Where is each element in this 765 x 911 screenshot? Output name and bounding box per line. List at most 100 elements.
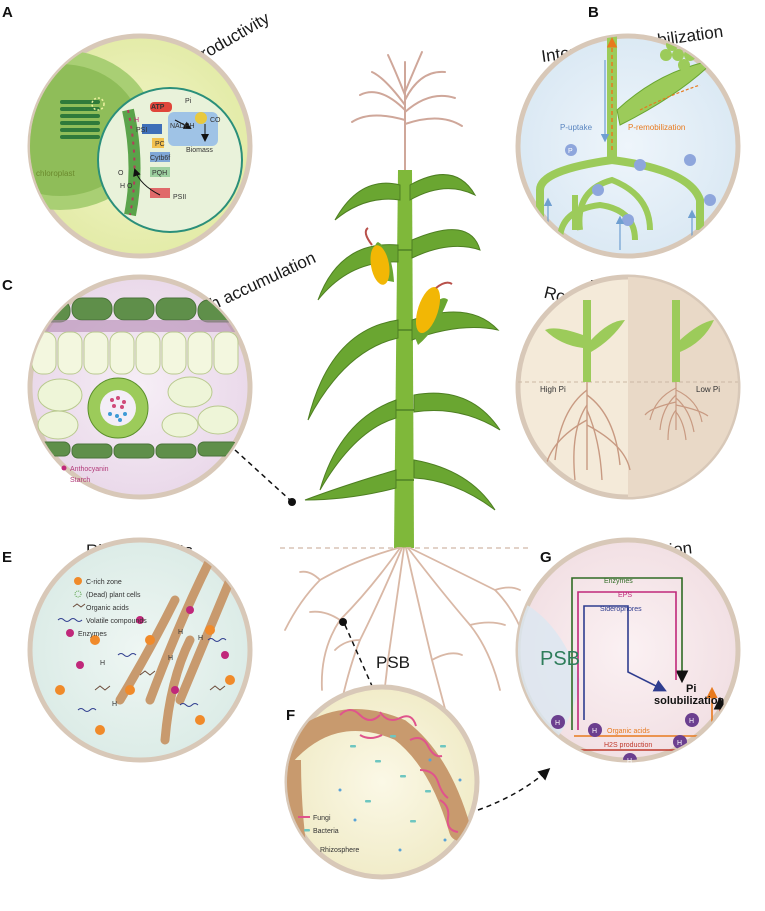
pqh-label: PQH: [152, 170, 167, 177]
panel-c: C Anthocyanin and starch accumulation: [2, 248, 319, 506]
fungal-hyphae: [339, 709, 459, 833]
h2s-label: H2S production: [604, 742, 652, 749]
nadph-label: NADPH: [170, 123, 195, 130]
hplus-label-a: H: [134, 117, 139, 124]
connector-c-dot: [288, 498, 296, 506]
organic-acids-label: Organic acids: [607, 728, 650, 735]
maize-plant: [280, 51, 530, 721]
panel-a: A Reduction in ATP productivity: [2, 4, 273, 259]
anthocyanin-legend-marker: [61, 465, 67, 471]
panel-letter-c: C: [2, 277, 13, 294]
connector-c: [234, 449, 291, 501]
bacteria-marks: [350, 735, 446, 823]
legend-dead-cells-marker: [74, 590, 82, 598]
panel-letter-b: B: [588, 4, 599, 21]
hplus-e-5: H: [178, 629, 183, 636]
chloroplast-label: chloroplast: [36, 169, 75, 178]
biomass-label: Biomass: [186, 147, 213, 154]
hplus-g-5: H: [627, 758, 632, 765]
pc: [152, 138, 164, 148]
legend-fungi: Fungi: [313, 815, 331, 822]
stem: [394, 170, 414, 548]
legend-crich: C-rich zone: [86, 579, 122, 586]
psb-label: PSB: [540, 648, 580, 670]
panel-f: F PSB Fungi Bact: [284, 618, 551, 880]
soil-particles: [338, 758, 462, 852]
legend-rhizosphere: Rhizosphere: [320, 847, 359, 854]
panel-letter-a: A: [2, 4, 13, 21]
p-uptake-label: P-uptake: [560, 123, 593, 132]
legend-organic-marker: [72, 603, 86, 608]
leaves: [304, 174, 501, 511]
hplus-g-3: H: [689, 718, 694, 725]
thylakoid-stacks: [60, 100, 100, 139]
hplus-e-4: H: [112, 701, 117, 708]
epidermis-lower: [30, 441, 239, 459]
organic-acid-marks: [94, 670, 226, 691]
low-pi-label: Low Pi: [696, 385, 720, 394]
psii: [150, 188, 170, 198]
spongy-cells: [37, 376, 239, 440]
panel-letter-f: F: [286, 707, 295, 724]
atp-label: ATP: [151, 104, 165, 111]
o2-label: O: [118, 170, 124, 177]
legend-enzymes: Enzymes: [78, 631, 107, 638]
enzyme-marks: [76, 606, 229, 694]
volatile-marks: [77, 638, 227, 712]
eps-label: EPS: [618, 592, 632, 599]
p-remobilization-label: P-remobilization: [628, 123, 685, 132]
root-segment-f: [287, 709, 471, 841]
legend-organic-acids: Organic acids: [86, 605, 129, 612]
cob-upper: [364, 227, 394, 285]
panel-e: E Rhizodeposits: [2, 537, 253, 763]
panel-e-circle: [27, 537, 253, 763]
legend-bacteria-marker: [304, 829, 310, 832]
connector-f-to-g: [477, 768, 551, 811]
legend-volatile-marker: [57, 618, 83, 622]
panel-letter-e: E: [2, 549, 12, 566]
connector-f: [344, 624, 373, 687]
phosphate-circles: [565, 144, 716, 226]
enzymes-label: Enzymes: [604, 578, 633, 585]
legend-bacteria: Bacteria: [313, 828, 339, 835]
panel-f-title: PSB: [376, 653, 410, 672]
psii-label: PSII: [173, 194, 186, 201]
panel-g: G Modes of action Enzymes EPS Siderophor…: [515, 537, 741, 765]
panel-letter-g: G: [540, 549, 552, 566]
hplus-e-3: H: [198, 635, 203, 642]
hplus-g-1: H: [555, 720, 560, 727]
legend-volatile: Volatile compounds: [86, 618, 147, 625]
cytb6f: [150, 152, 170, 162]
c-rich-zone-dots: [55, 625, 235, 735]
tassel: [351, 51, 463, 176]
connector-f-dot: [339, 618, 347, 626]
cytb6f-label: Cytb6f: [150, 155, 170, 162]
panel-d: D Root system architecture: [515, 274, 741, 500]
starch-legend: Starch: [70, 477, 90, 484]
panel-b: B Internal P-remobilization: [515, 4, 741, 259]
p-circle-label: P: [568, 148, 573, 155]
solubilization-label: solubilization: [654, 695, 725, 707]
cob-lower: [414, 281, 453, 345]
root-high-pi: [544, 382, 631, 481]
anthocyanin-legend: Anthocyanin: [70, 466, 109, 473]
siderophores-label: Siderophores: [600, 606, 642, 613]
hplus-e-1: H: [100, 660, 105, 667]
pi-label-g: Pi: [686, 683, 696, 695]
high-pi-label: High Pi: [540, 385, 566, 394]
hplus-e-2: H: [168, 655, 173, 662]
co2-label: CO: [210, 117, 221, 124]
legend-enzymes-marker: [66, 629, 74, 637]
pi-label-a: Pi: [185, 98, 192, 105]
pc-label: PC: [155, 141, 165, 148]
legend-crich-marker: [74, 577, 82, 585]
hplus-g-2: H: [592, 728, 597, 735]
hplus-g-4: H: [677, 740, 682, 747]
atp-synthase: [150, 102, 172, 112]
psi-label: PSI: [136, 127, 147, 134]
root-low-pi: [644, 382, 709, 441]
pqh: [150, 167, 170, 177]
legend-dead-cells: (Dead) plant cells: [86, 592, 141, 599]
h2o-label: H O: [120, 183, 133, 190]
